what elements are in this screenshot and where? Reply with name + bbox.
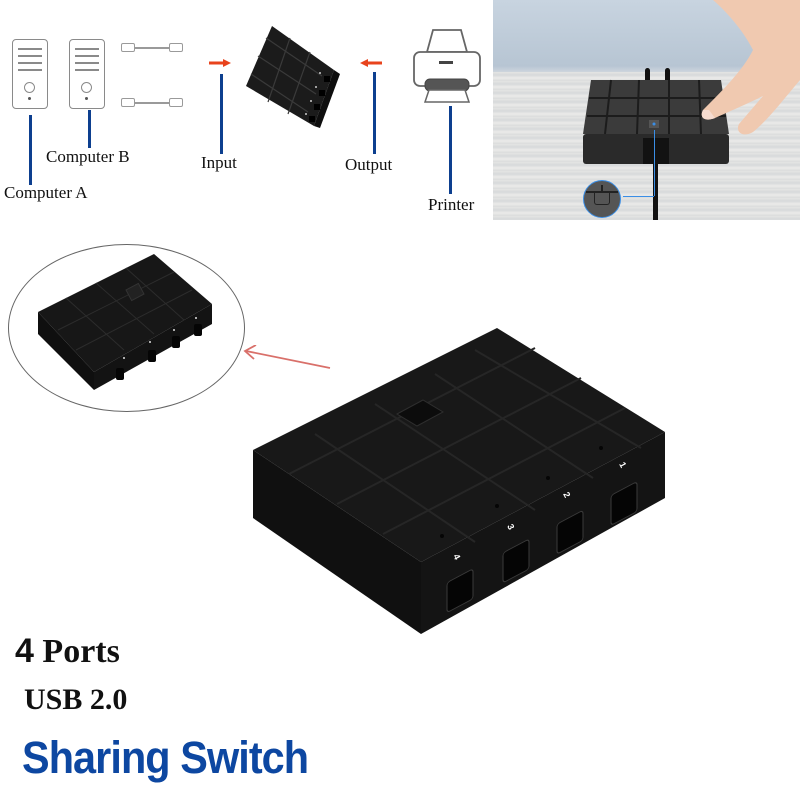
sharing-switch-title: Sharing Switch xyxy=(22,732,309,783)
usb-cable-icon xyxy=(121,43,183,53)
port-label-2: 2 xyxy=(561,490,572,499)
usb-cable-icon xyxy=(121,98,183,108)
port-label-3: 3 xyxy=(505,522,516,531)
inset-switch-device xyxy=(38,254,212,390)
computer-a-label: Computer A xyxy=(4,183,88,202)
computer-b-callout-line xyxy=(88,110,91,148)
input-label: Input xyxy=(201,153,237,172)
input-callout-line xyxy=(220,74,223,154)
printer-icon xyxy=(413,29,481,103)
input-arrow-icon xyxy=(209,59,231,67)
output-label: Output xyxy=(345,155,393,174)
computer-b-icon xyxy=(69,39,105,109)
switch-device-icon xyxy=(246,26,340,128)
inset-zoom-callout xyxy=(8,244,245,412)
computer-a-icon xyxy=(12,39,48,109)
ports-caption: 4 Ports xyxy=(15,632,120,671)
output-callout-line xyxy=(373,72,376,154)
ports-number: 4 xyxy=(15,632,34,670)
port-label-1: 1 xyxy=(617,460,628,469)
computer-b-label: Computer B xyxy=(46,147,130,166)
printer-label: Printer xyxy=(428,195,475,214)
usb-version-caption: USB 2.0 xyxy=(24,683,128,716)
computer-a-callout-line xyxy=(29,115,32,185)
hand-image xyxy=(701,0,800,135)
button-magnifier-icon xyxy=(583,180,621,218)
port-label-4: 4 xyxy=(451,552,462,561)
ports-text: Ports xyxy=(33,633,120,670)
main-switch-device: 4 3 2 1 xyxy=(253,328,665,634)
photo-switch-device xyxy=(583,79,729,164)
usage-photo xyxy=(493,0,800,220)
printer-callout-line xyxy=(449,106,452,194)
inset-pointer-arrow-icon xyxy=(243,345,331,369)
output-arrow-icon xyxy=(360,59,382,67)
